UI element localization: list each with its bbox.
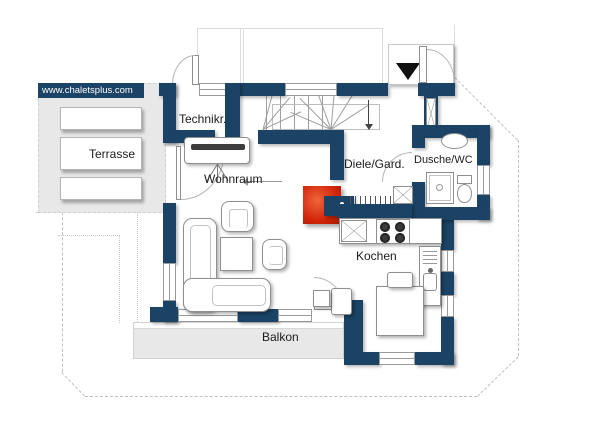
tv-console-leg <box>217 164 218 182</box>
toilet <box>457 175 472 184</box>
door-arc <box>172 55 195 85</box>
path-outline <box>137 212 138 324</box>
watermark: www.chaletsplus.com <box>38 83 144 98</box>
stair-direction-arrow <box>368 100 369 125</box>
wall-segment <box>363 352 379 365</box>
roof-outline-dashed <box>477 356 519 397</box>
wall-segment <box>337 204 412 218</box>
dining-chair <box>387 272 413 288</box>
roof-outline-dashed <box>518 140 519 356</box>
dining-table <box>376 286 424 336</box>
wall-segment <box>412 182 425 207</box>
wall-segment <box>330 130 344 180</box>
roof-outline-dashed <box>85 396 477 397</box>
sink-unit <box>419 246 441 306</box>
wall-segment <box>477 125 490 165</box>
wall-segment <box>150 307 178 322</box>
window <box>379 352 415 365</box>
wall-segment <box>258 130 333 144</box>
tv-console <box>184 137 250 164</box>
shower <box>426 172 454 204</box>
room-label-terrasse: Terrasse <box>88 146 135 161</box>
coat-rack-hatch <box>350 196 392 204</box>
roof-outline <box>240 28 383 84</box>
roof-outline <box>197 28 244 84</box>
path-outline <box>119 235 120 323</box>
room-label-diele: Diele/Gard. <box>344 157 405 171</box>
wall-segment <box>238 309 278 322</box>
kitchen-sink <box>341 220 367 242</box>
toilet <box>457 184 472 203</box>
door-leaf <box>419 46 427 83</box>
room-label-technikraum: Technikr. <box>179 112 227 126</box>
window <box>441 295 454 317</box>
room-label-balkon: Balkon <box>262 330 299 344</box>
armchair <box>221 201 254 232</box>
wall-segment <box>337 83 388 96</box>
wall-segment <box>412 125 490 138</box>
window <box>285 83 337 96</box>
exit-arrow <box>242 178 248 186</box>
wall-segment <box>418 83 455 96</box>
wall-segment <box>441 220 454 250</box>
cooktop-burners <box>376 219 410 244</box>
wardrobe-x-box <box>393 186 413 204</box>
roof-outline-dashed <box>61 372 85 397</box>
wall-segment <box>441 272 454 295</box>
window <box>477 165 490 195</box>
dining-chair <box>331 288 352 315</box>
porch-outline <box>454 25 455 83</box>
balcony-area <box>133 322 344 359</box>
room-label-kochen: Kochen <box>356 249 397 263</box>
wall-segment <box>441 317 454 365</box>
coffee-table <box>220 237 253 271</box>
wall-segment <box>344 300 363 365</box>
terrace-label-box: Terrasse <box>60 137 142 170</box>
side-table <box>313 290 330 307</box>
wall-segment <box>163 203 176 263</box>
balcony-edge-line <box>134 323 343 329</box>
terrace-plank <box>60 107 142 130</box>
wall-segment <box>163 83 176 143</box>
washbasin <box>441 133 468 149</box>
room-label-wohnraum: Wohnraum <box>204 172 263 186</box>
window <box>278 309 312 322</box>
stair-direction-arrow <box>365 124 373 130</box>
terrace-plank <box>60 177 142 200</box>
room-label-dusche-wc: Dusche/WC <box>414 154 473 166</box>
window <box>441 250 454 272</box>
armchair <box>262 239 287 270</box>
window <box>163 263 176 301</box>
wall-segment <box>412 207 490 220</box>
entrance-triangle-icon <box>396 63 420 80</box>
wall-segment <box>237 83 285 96</box>
wall-segment <box>412 138 425 148</box>
wall-segment <box>225 83 240 143</box>
sofa <box>183 278 271 312</box>
exit-arrow <box>248 181 282 182</box>
path-outline <box>58 235 120 236</box>
roof-outline-dashed <box>62 212 63 372</box>
